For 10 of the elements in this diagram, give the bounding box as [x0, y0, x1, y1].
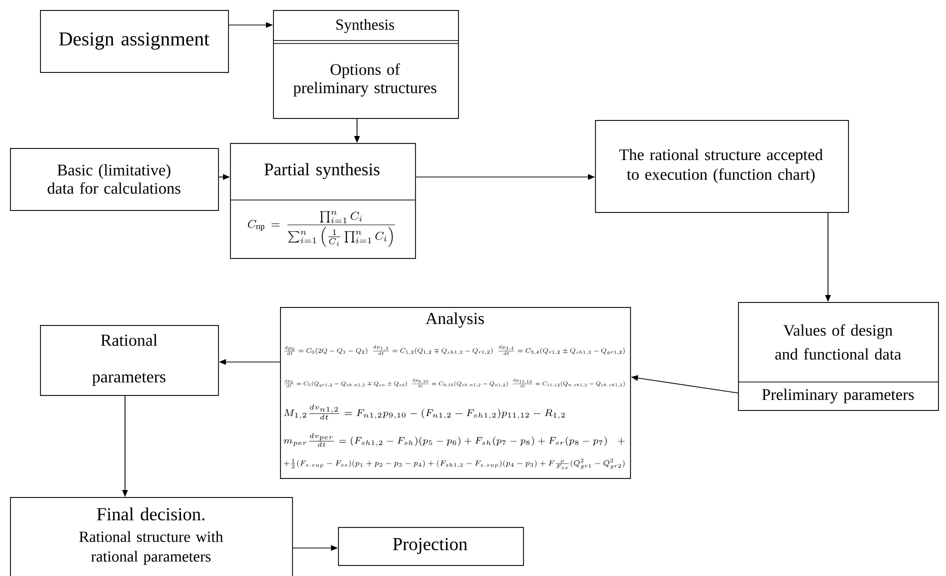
- process-box: Rational parameters: [40, 325, 219, 396]
- process-box: Analysis $\frac{dp_0}{dt}=C_0(2Q-Q_1-Q_2)$ $\frac{dp_{1,2}}{dt}=C_{1,2}(Q_{1,2}\mp Q_{sh1,2}-Q_{r1,2})$ $\frac{dp_{3,4}}{dt}=C_{3,4}(Q_{r1,2}\pm Q_{sh1,2}-Q_{gr1,2})$ $\frac{dp_{5}}{dt}=C_{5}(Q_{gr1,2}-Q_{sh.n1,2}\mp Q_{sn}\pm Q_{sd})$ $\frac{dp_{9,10}}{dt}=C_{9,10}(Q_{sh.n1,2}-Q_{n1,2})$ $\frac{dp_{11,12}}{dt}=C_{11,12}(Q_{n.sh1,2}-Q_{sh.sh1,2})$ $M_{1,2}\frac{dv_{n1,2}}{dt}=F_{n1,2}p_{9,10}-(F_{n1,2}-F_{sh1,2})p_{11,12}-R_{1,2}$ $m_{per}\frac{dv_{per}}{dt}=(F_{sh1,2}-F_{sh})(p_5-p_6)+F_{sh}(p_7-p_8)+F_{sr}(p_8-p_7)\quad+$ $+\frac{1}{2}(F_{s.sup}-F_{ss})(p_1+p_2-p_3-p_4)+(F_{sh1,2}-F_{s.sup})(p_4-p_3)+F\frac{\rho}{F_{ss}}(Q^2_{gr1}-Q^2_{gr2})$: [280, 307, 631, 479]
- process-box: Projection: [338, 527, 524, 566]
- process-box: Synthesis Options of preliminary structures: [272, 10, 459, 119]
- process-box: Partial synthesis $C_{\text{пр}}=\frac{\prod_{i=1}^{n}C_i}{\sum_{i=1}^{n}\left(\frac{1}{C_i}\prod_{i=1}^{n}C_i\right)}$: [230, 143, 416, 259]
- process-box: Design assignment: [40, 10, 229, 73]
- process-box: The rational structure accepted to execution (function chart): [595, 120, 849, 213]
- process-box: Basic (limitative) data for calculations: [10, 148, 219, 211]
- process-box: Final decision. Rational structure with rational parameters: [10, 497, 293, 576]
- process-box: Values of design and functional data Preliminary parameters: [738, 302, 939, 411]
